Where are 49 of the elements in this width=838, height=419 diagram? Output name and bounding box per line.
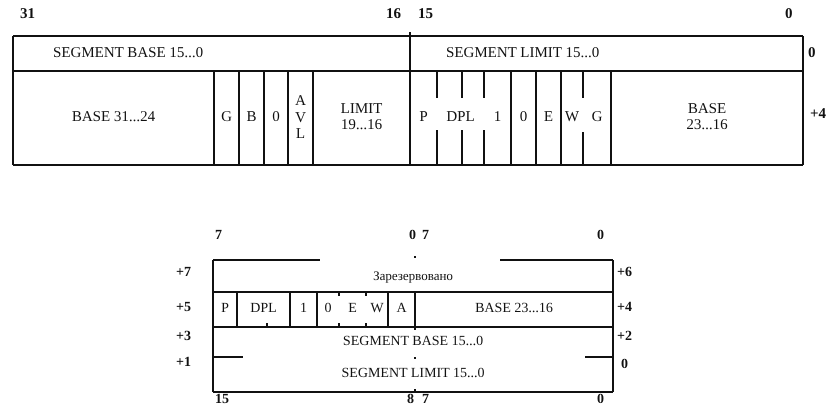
bit-number: 7 [422, 392, 429, 408]
byte-offset: +2 [617, 329, 632, 345]
bit-number: 16 [386, 6, 401, 23]
byte-offset: +4 [617, 300, 632, 316]
bit-field: 0 [264, 71, 288, 165]
byte-offset: 0 [621, 357, 628, 373]
bit-field: LIMIT 19...16 [313, 71, 410, 165]
bit-field: W [366, 292, 388, 327]
bit-field: P [410, 71, 437, 165]
bit-field: 0 [317, 292, 339, 327]
byte-offset: +6 [617, 265, 632, 281]
bit-field: SEGMENT LIMIT 15...0 [213, 357, 613, 392]
byte-offset: +7 [176, 265, 191, 281]
bit-field: AVL [288, 71, 313, 165]
bit-number: 15 [418, 6, 433, 23]
bit-field: G [583, 71, 611, 165]
bit-field: DPL [237, 292, 290, 327]
byte-offset: +3 [176, 329, 191, 345]
bit-number: 0 [785, 6, 792, 23]
bit-field: W [561, 71, 583, 165]
bit-number: +4 [810, 106, 826, 123]
byte-offset: +5 [176, 300, 191, 316]
bit-field: Зарезервовано [213, 260, 613, 292]
bit-field: BASE 23...16 [611, 71, 803, 165]
bit-field: SEGMENT BASE 15...0 [213, 327, 613, 357]
bit-number: 7 [215, 228, 222, 244]
bit-number: 7 [422, 228, 429, 244]
bit-field: E [339, 292, 366, 327]
bit-field: A [388, 292, 415, 327]
bit-field: 1 [290, 292, 317, 327]
bit-field: E [536, 71, 561, 165]
bit-field: SEGMENT BASE 15...0 [13, 36, 410, 71]
bit-number: 0 [597, 392, 604, 408]
bit-field: 1 [484, 71, 511, 165]
bit-number: 0 [597, 228, 604, 244]
bit-field: DPL [437, 71, 484, 165]
bit-field: SEGMENT LIMIT 15...0 [410, 36, 803, 71]
bit-number: 31 [20, 6, 35, 23]
bit-field: BASE 31...24 [13, 71, 214, 165]
bit-number: 15 [215, 392, 229, 408]
bit-field: BASE 23...16 [415, 292, 613, 327]
bit-number: 0 [409, 228, 416, 244]
byte-offset: +1 [176, 355, 191, 371]
bit-field: G [214, 71, 239, 165]
bit-field: 0 [511, 71, 536, 165]
bit-number: 0 [808, 45, 816, 62]
bit-field: B [239, 71, 264, 165]
bit-field: P [213, 292, 237, 327]
bit-number: 8 [407, 392, 414, 408]
